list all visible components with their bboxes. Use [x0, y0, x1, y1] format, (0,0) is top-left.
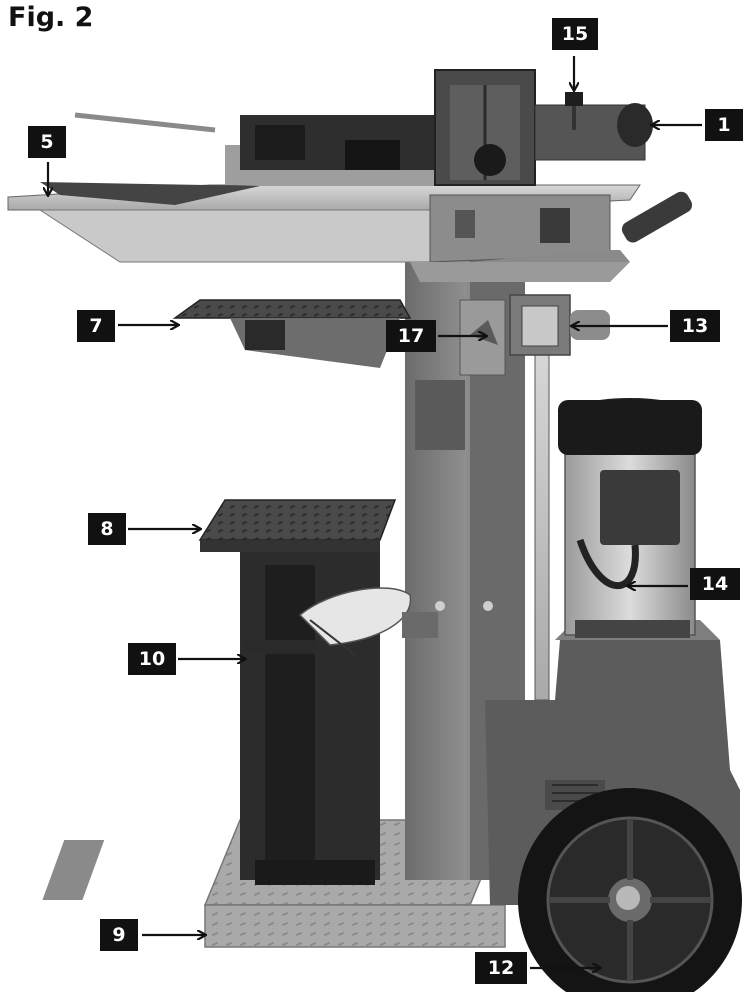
- support-table: [198, 499, 397, 552]
- side-handle: [410, 191, 693, 282]
- electric-motor: [558, 398, 702, 638]
- callout-5: 5: [28, 126, 66, 158]
- callout-arrows: [48, 56, 702, 968]
- callout-9: 9: [100, 919, 138, 951]
- log-stand: [240, 550, 380, 885]
- clamp-handle: [245, 587, 438, 656]
- figure-title: Fig. 2: [8, 2, 94, 33]
- callout-1: 1: [705, 109, 743, 141]
- callout-7: 7: [77, 310, 115, 342]
- callout-17: 17: [386, 320, 436, 352]
- control-lever: [459, 299, 506, 376]
- splitting-head: [240, 69, 653, 186]
- callout-14: 14: [690, 568, 740, 600]
- transport-wheel: [518, 788, 742, 996]
- callout-13: 13: [670, 310, 720, 342]
- hydraulic-rod: [534, 339, 550, 701]
- lower-table: [172, 299, 412, 368]
- callout-12: 12: [475, 952, 527, 984]
- callout-8: 8: [88, 513, 126, 545]
- callout-15: 15: [552, 18, 598, 50]
- switch-box: [509, 294, 610, 356]
- callout-10: 10: [128, 643, 176, 675]
